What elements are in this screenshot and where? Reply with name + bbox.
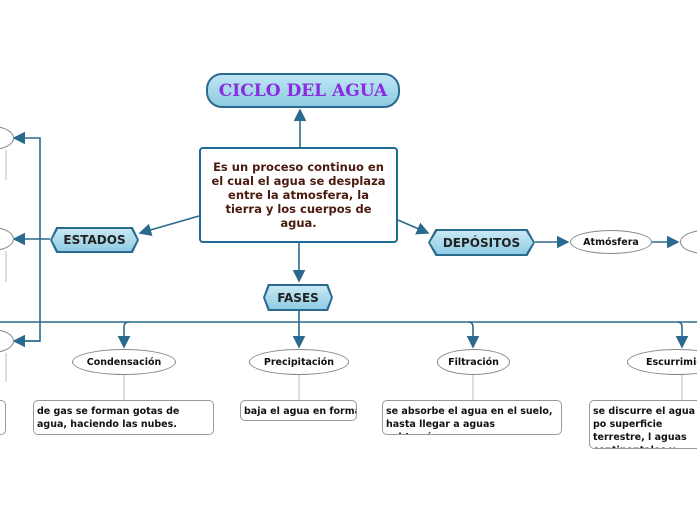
note-escurrimiento[interactable]: se discurre el agua po superficie terres… bbox=[589, 400, 697, 449]
note-condensacion[interactable]: de gas se forman gotas de agua, haciendo… bbox=[33, 400, 214, 435]
fase-filtracion[interactable]: Filtración bbox=[437, 349, 510, 375]
depositos-label: DEPÓSITOS bbox=[442, 235, 521, 250]
title-node[interactable]: CICLO DEL AGUA bbox=[206, 73, 400, 108]
estados-note-clipped[interactable] bbox=[0, 400, 6, 435]
title-text: CICLO DEL AGUA bbox=[218, 80, 388, 101]
estados-label: ESTADOS bbox=[63, 233, 126, 247]
estados-node[interactable]: ESTADOS bbox=[50, 227, 139, 253]
fase-precipitacion[interactable]: Precipitación bbox=[249, 349, 349, 375]
fase-condensacion[interactable]: Condensación bbox=[72, 349, 176, 375]
central-topic-text: Es un proceso continuo en el cual el agu… bbox=[211, 160, 386, 230]
fases-label: FASES bbox=[277, 290, 319, 305]
note-filtracion[interactable]: se absorbe el agua en el suelo, hasta ll… bbox=[382, 400, 562, 435]
deposito-atmosfera[interactable]: Atmósfera bbox=[570, 230, 652, 254]
note-precipitacion[interactable]: baja el agua en forma. bbox=[240, 400, 357, 421]
central-topic[interactable]: Es un proceso continuo en el cual el agu… bbox=[199, 147, 398, 243]
depositos-node[interactable]: DEPÓSITOS bbox=[428, 229, 535, 256]
fases-node[interactable]: FASES bbox=[263, 284, 333, 311]
